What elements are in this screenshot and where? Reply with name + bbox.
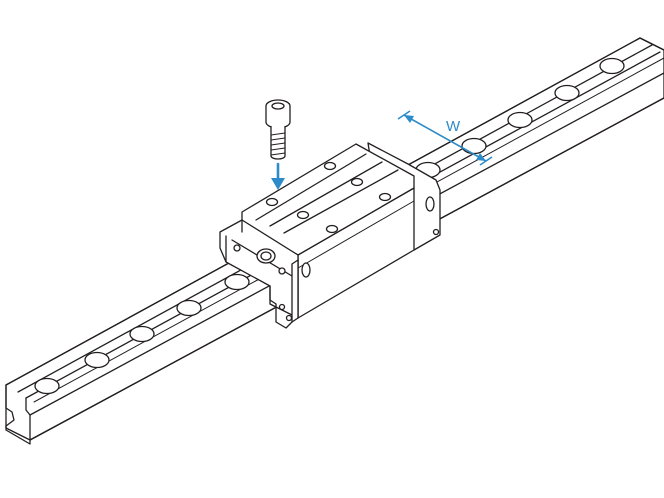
down-arrow-icon bbox=[271, 162, 285, 190]
rail-hole bbox=[461, 137, 487, 155]
carriage-block bbox=[219, 142, 441, 329]
rail-end-profile bbox=[5, 384, 31, 445]
rail-hole bbox=[129, 325, 155, 343]
rail-hole bbox=[176, 299, 202, 317]
grease-nipple bbox=[425, 196, 435, 212]
rail-hole bbox=[599, 57, 625, 75]
rail-hole bbox=[224, 273, 250, 291]
rail-hole bbox=[554, 84, 580, 102]
block-tapped-holes bbox=[265, 161, 392, 234]
rail-mounting-holes bbox=[34, 57, 625, 395]
width-dimension: W bbox=[397, 110, 493, 166]
cap-screw-icon bbox=[265, 99, 291, 160]
rail-hole bbox=[34, 377, 60, 395]
rail-hole bbox=[507, 111, 533, 129]
dimension-label-w: W bbox=[446, 118, 461, 135]
rail-hole bbox=[84, 351, 110, 369]
side-plug bbox=[301, 262, 311, 278]
